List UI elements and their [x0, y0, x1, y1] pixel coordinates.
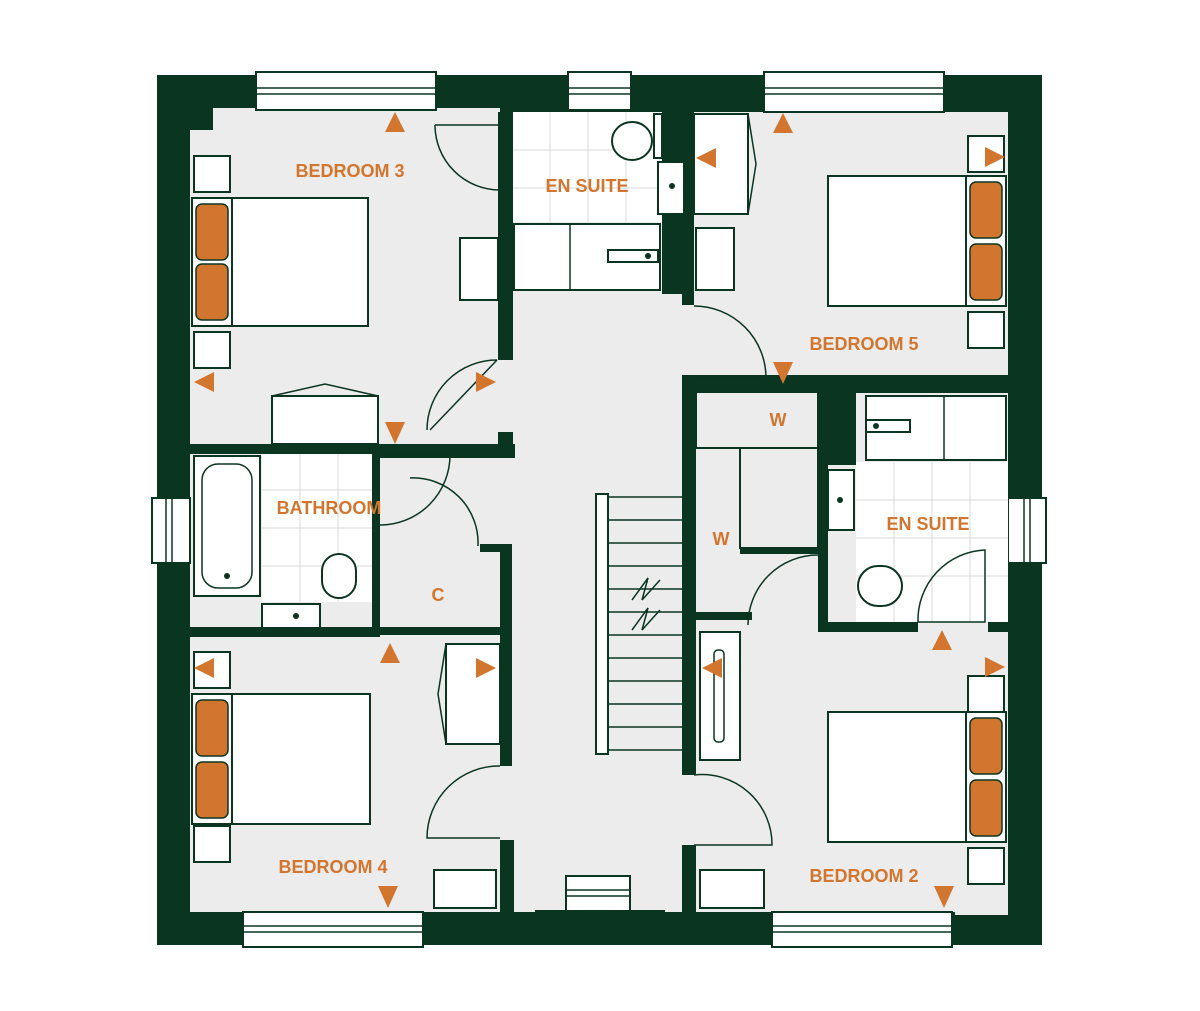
- bedroom3-furniture: [191, 155, 499, 445]
- direction-arrows: [194, 112, 1005, 908]
- label-cupboard: C: [432, 585, 445, 605]
- wardrobes: [695, 391, 819, 549]
- label-bedroom-2: BEDROOM 2: [809, 866, 918, 886]
- label-bedroom-4: BEDROOM 4: [278, 857, 387, 877]
- staircase: [595, 493, 684, 755]
- bedroom2-furniture: [699, 631, 1007, 909]
- windows: [151, 71, 1047, 948]
- toilet: [611, 121, 653, 161]
- doors: [379, 124, 986, 846]
- desk: [699, 631, 741, 761]
- ensuite-right-fixtures: [827, 395, 1007, 607]
- ensuite-top-fixtures: [513, 113, 685, 291]
- dresser: [445, 643, 501, 745]
- dresser: [271, 395, 379, 445]
- label-bedroom-3: BEDROOM 3: [295, 161, 404, 181]
- bedroom4-furniture: [191, 643, 501, 909]
- bedroom5-furniture: [693, 113, 1007, 349]
- label-bathroom: BATHROOM: [277, 498, 382, 518]
- label-en-suite-top: EN SUITE: [545, 176, 628, 196]
- bathtub: [193, 455, 261, 597]
- interior-walls: [190, 112, 1008, 912]
- basin: [261, 603, 321, 629]
- label-wardrobe-side: W: [713, 529, 730, 549]
- toilet: [321, 553, 357, 599]
- dresser: [693, 113, 749, 215]
- label-bedroom-5: BEDROOM 5: [809, 334, 918, 354]
- label-en-suite-right: EN SUITE: [886, 514, 969, 534]
- room-labels: BEDROOM 3 EN SUITE BEDROOM 5 BATHROOM C …: [277, 161, 970, 886]
- bathroom-fixtures: [193, 455, 357, 629]
- label-wardrobe-top: W: [770, 410, 787, 430]
- toilet: [857, 565, 903, 607]
